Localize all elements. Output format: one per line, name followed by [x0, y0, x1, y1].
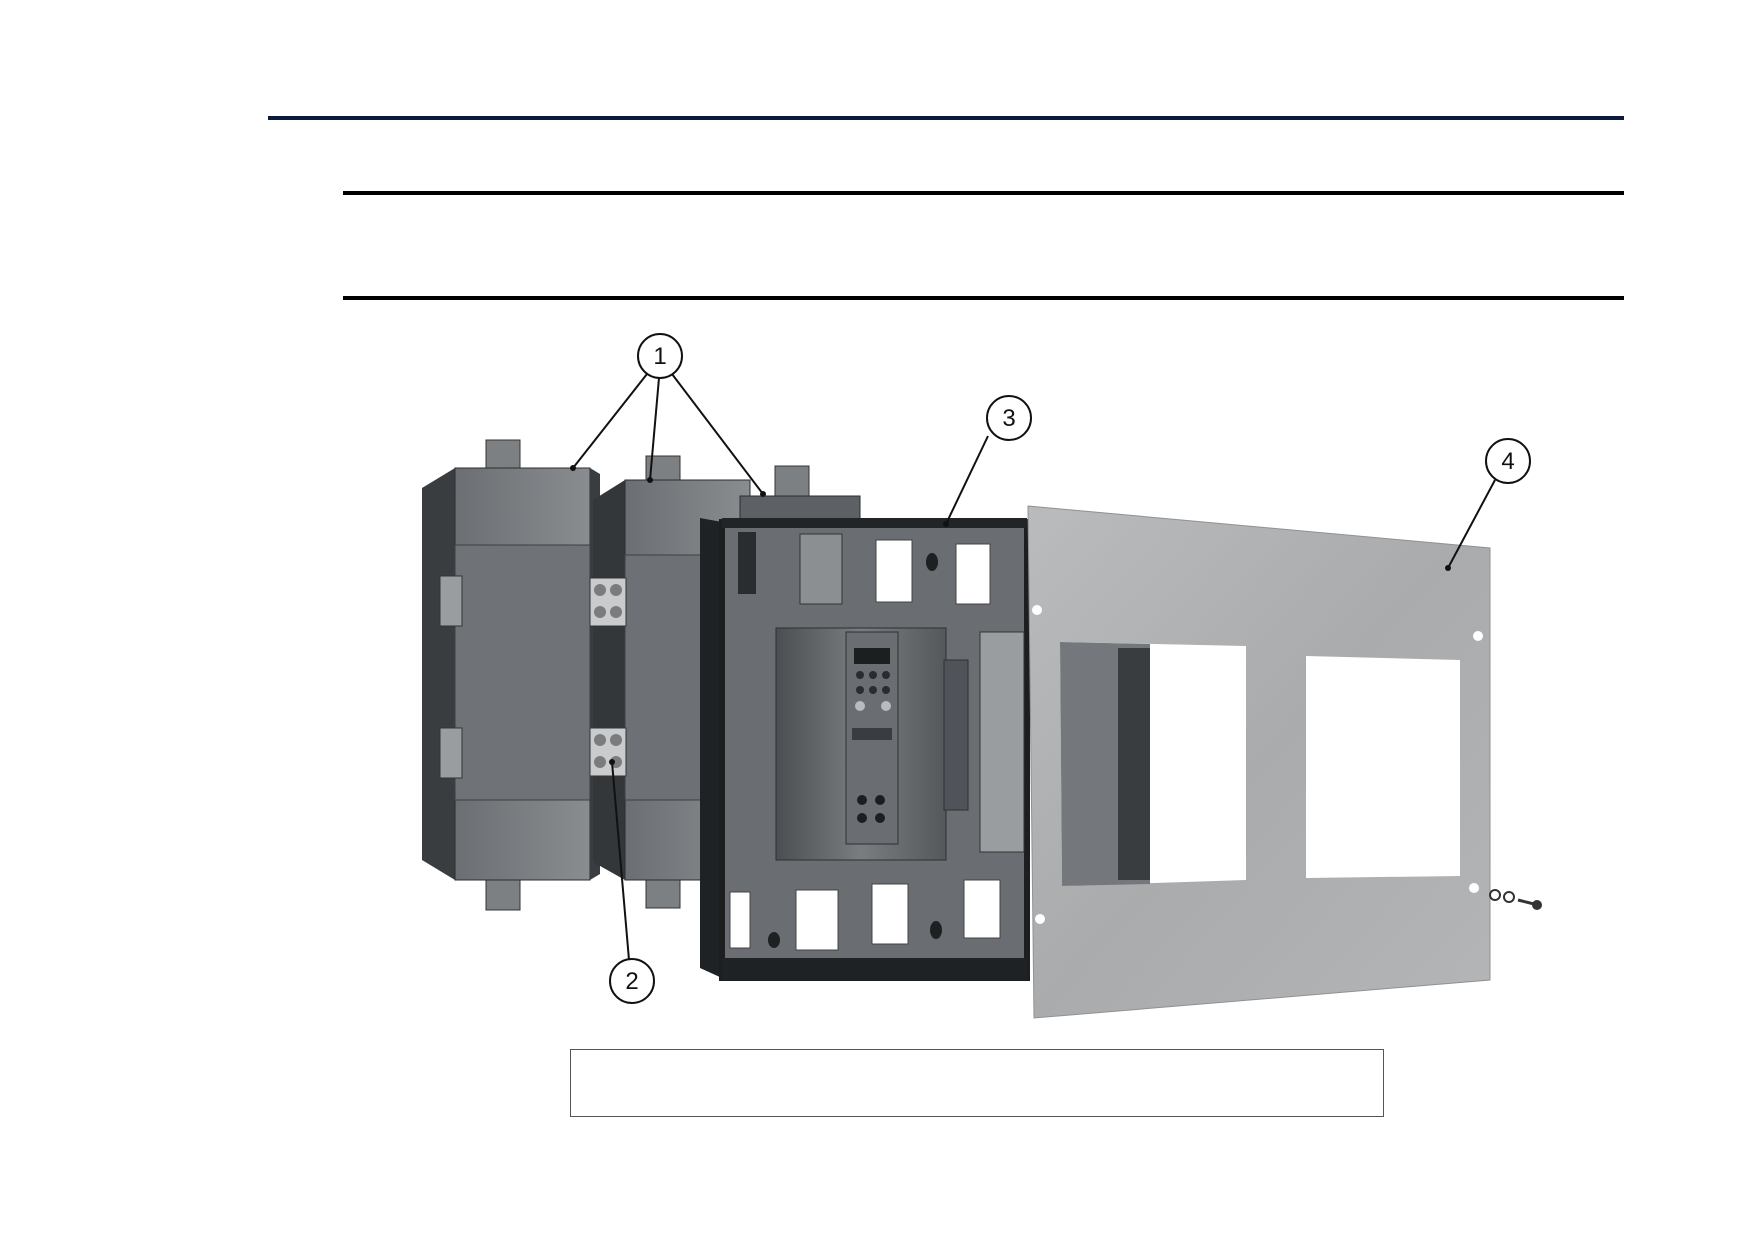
capacitor-module-3 [739, 465, 861, 527]
callout-1-label: 1 [653, 343, 666, 370]
section-rule-upper [343, 191, 1624, 195]
callout-3: 3 [986, 395, 1032, 441]
caption-box [570, 1049, 1384, 1117]
capacitor-module-1 [422, 439, 600, 911]
header-rule-navy [268, 116, 1624, 120]
fastener-set [1489, 889, 1542, 910]
leader-dots [570, 465, 1451, 765]
callout-2: 2 [609, 958, 655, 1004]
front-cover-plate [1027, 505, 1491, 1019]
section-rule-lower [343, 296, 1624, 300]
callout-4: 4 [1485, 438, 1531, 484]
callout-1: 1 [637, 333, 683, 379]
callout-2-label: 2 [625, 968, 638, 995]
callout-4-label: 4 [1501, 448, 1514, 475]
callout-3-label: 3 [1002, 405, 1015, 432]
callout-leaders [572, 373, 1496, 961]
mounting-frame [700, 518, 1030, 981]
